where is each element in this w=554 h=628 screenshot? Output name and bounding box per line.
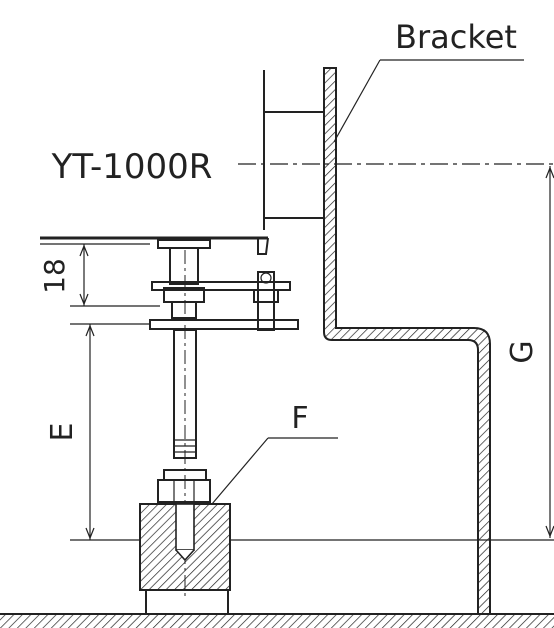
label-model: YT-1000R (51, 147, 213, 187)
dimension-label-18: 18 (38, 258, 71, 294)
dimension-label-e: E (45, 423, 80, 442)
machine-housing (40, 70, 324, 255)
dimension-g (230, 166, 554, 541)
label-bracket: Bracket (395, 18, 517, 56)
dimension-18 (40, 243, 160, 307)
dimension-e (70, 323, 150, 541)
leader-f (211, 437, 338, 505)
mount-assembly (149, 239, 299, 600)
base-block (139, 503, 231, 614)
leader-bracket (333, 59, 524, 143)
label-f: F (291, 401, 308, 436)
bracket-profile (323, 67, 491, 615)
dimension-label-g: G (505, 340, 540, 363)
floor (0, 613, 554, 628)
